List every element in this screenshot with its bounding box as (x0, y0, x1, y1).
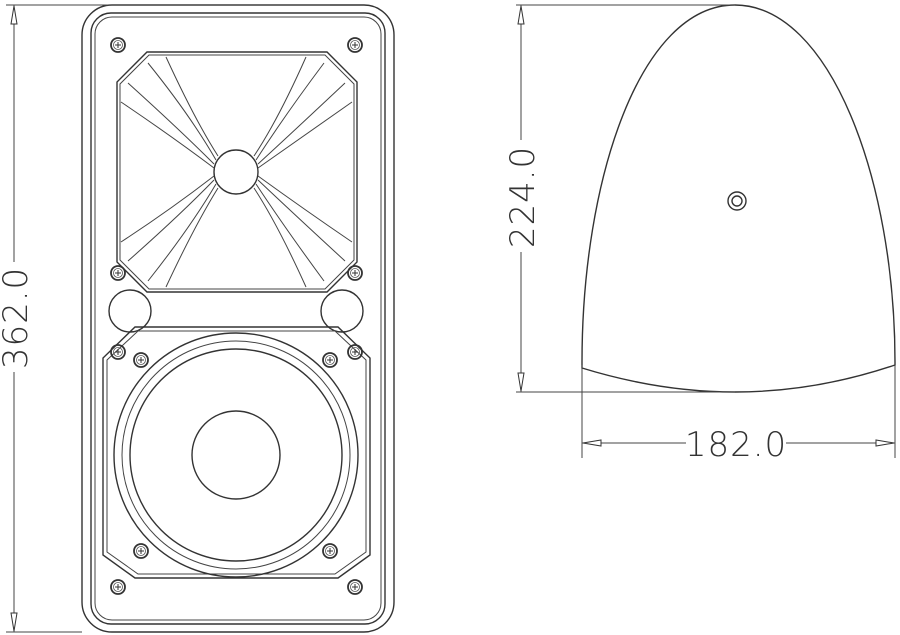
bass-port-right (320, 289, 364, 333)
screw-icon (347, 265, 363, 281)
screw-icon (322, 352, 338, 368)
screw-icon (347, 344, 363, 360)
screw-icon (110, 579, 126, 595)
woofer (102, 326, 371, 579)
tweeter-horn (116, 51, 358, 293)
screw-icon (110, 265, 126, 281)
dust-cap (191, 410, 281, 500)
enclosure-profile (581, 4, 896, 363)
depth-dimension: 224.0 (503, 4, 735, 393)
horn-throat (213, 149, 259, 195)
screw-icon (347, 37, 363, 53)
screw-icon (110, 37, 126, 53)
width-dimension-label: 182.0 (685, 425, 787, 465)
width-dimension: 182.0 (581, 365, 896, 465)
mounting-hole (727, 191, 747, 211)
screw-icon (110, 344, 126, 360)
height-dimension: 362.0 (0, 4, 330, 633)
screw-icon (347, 579, 363, 595)
side-view (581, 4, 896, 393)
cabinet-outline (81, 4, 395, 633)
depth-dimension-label: 224.0 (503, 146, 543, 248)
screw-icon (322, 543, 338, 559)
grille-frame-inner (94, 16, 382, 621)
screws (110, 37, 363, 595)
grille-frame-outer (90, 12, 386, 625)
height-dimension-label: 362.0 (0, 267, 36, 369)
screw-icon (133, 352, 149, 368)
bass-port-left (108, 289, 152, 333)
front-view (81, 4, 395, 633)
screw-icon (133, 543, 149, 559)
